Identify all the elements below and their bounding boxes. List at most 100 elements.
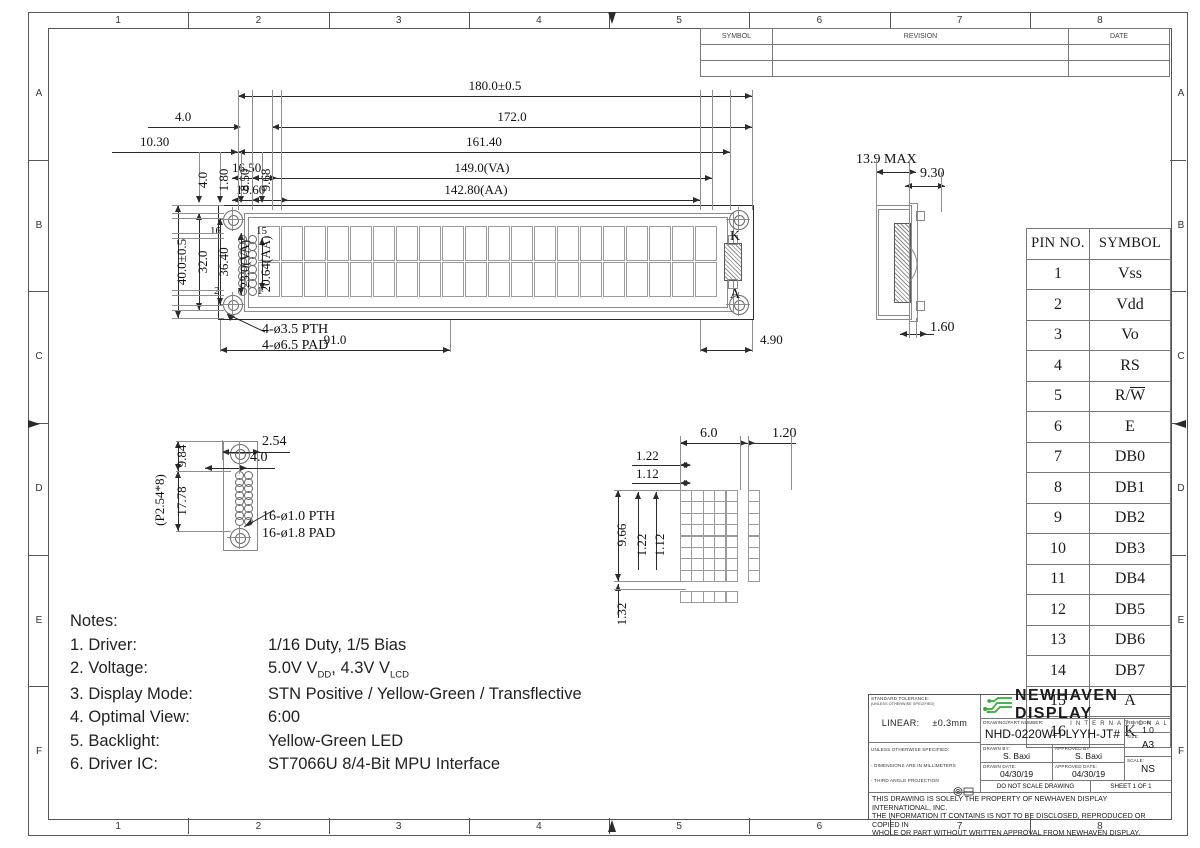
- arrow-head-icon: [232, 175, 239, 181]
- character-cell: [695, 226, 718, 261]
- dimension-line: [900, 334, 934, 335]
- led-terminal-a-label: A: [730, 287, 741, 302]
- character-cell: [580, 262, 603, 297]
- pin-symbol: A: [1089, 685, 1171, 717]
- dimension-line: [252, 178, 712, 179]
- unless-specified-cell: UNLESS OTHERWISE SPECIFIED: - DIMENSIONS…: [869, 743, 981, 796]
- note-label: 1. Driver:: [70, 635, 137, 654]
- side-dim-9.30: 9.30: [920, 166, 945, 181]
- side-dim-13.9-max: 13.9 MAX: [856, 152, 917, 167]
- character-cell: [534, 262, 557, 297]
- dimension-line: [632, 465, 690, 466]
- pin-symbol: R/W: [1089, 380, 1171, 412]
- arrow-head-icon: [745, 93, 752, 99]
- front-dim-4.0: 4.0: [175, 109, 192, 124]
- arrow-head-icon: [684, 480, 691, 486]
- note-row-5: 5. Backlight:Yellow-Green LED: [70, 732, 582, 751]
- dimension-line: [752, 320, 753, 352]
- pin-number: 10: [1026, 533, 1090, 565]
- character-cell: [281, 226, 304, 261]
- dimension-line: [252, 90, 253, 210]
- dimension-line: [112, 152, 238, 153]
- zone-label-6: 6: [816, 821, 823, 832]
- scale-value: NS: [1141, 764, 1155, 775]
- dimension-line: [239, 525, 240, 549]
- connector-mounting-hole: [234, 532, 246, 544]
- dimension-line: [618, 584, 619, 618]
- arrow-head-icon: [615, 584, 621, 591]
- dimension-line: [220, 218, 221, 305]
- note-value: ST7066U 8/4-Bit MPU Interface: [268, 755, 501, 774]
- zone-label-C: C: [35, 351, 43, 363]
- center-mark-arrow-icon: [28, 420, 40, 428]
- zone-label-4: 4: [536, 15, 542, 26]
- pin-symbol: DB6: [1089, 624, 1171, 656]
- pin-number: 1: [1026, 258, 1090, 290]
- mounting-hole-pad: [223, 210, 243, 230]
- arrow-head-icon: [175, 524, 181, 531]
- do-not-scale-text: DO NOT SCALE DRAWING: [996, 783, 1075, 790]
- character-cell: [373, 226, 396, 261]
- dimension-line: [172, 290, 224, 291]
- led-backlight-terminal: [724, 243, 742, 281]
- led-terminal-a-pad: [728, 279, 738, 289]
- dot-dim-1.32: 1.32: [614, 602, 629, 626]
- pin-number: 7: [1026, 441, 1090, 473]
- pin-symbol: DB0: [1089, 441, 1171, 473]
- dimension-line: [740, 436, 741, 490]
- character-cell: [534, 226, 557, 261]
- dimension-line: [238, 96, 752, 97]
- pin-number: 12: [1026, 594, 1090, 626]
- callout-4-pad: 4-ø6.5 PAD: [262, 338, 329, 353]
- disclaimer-line-1: THIS DRAWING IS SOLELY THE PROPERTY OF N…: [872, 794, 1108, 812]
- character-cell: [626, 262, 649, 297]
- front-dim-top-2: 172.0: [497, 109, 527, 124]
- dimension-line: [748, 443, 796, 444]
- note-row-1: 1. Driver:1/16 Duty, 1/5 Bias: [70, 636, 582, 655]
- standard-tolerance-sublabel: (UNLESS OTHERWISE SPECIFIED): [871, 702, 935, 706]
- side-dim-1.60: 1.60: [930, 320, 955, 335]
- front-dim-top-5: 142.80(AA): [444, 182, 508, 197]
- dimension-line: [172, 238, 224, 239]
- title-block: STANDARD TOLERANCE: (UNLESS OTHERWISE SP…: [868, 687, 1172, 837]
- character-cell: [511, 226, 534, 261]
- pin-symbol: Vo: [1089, 319, 1171, 351]
- pin-number: 16: [1026, 716, 1090, 748]
- dimension-line: [262, 238, 263, 290]
- dot-dim-1.12-h: 1.12: [636, 466, 659, 481]
- arrow-head-icon: [222, 449, 229, 455]
- arrow-head-icon: [272, 124, 279, 130]
- arrow-head-icon: [259, 196, 265, 203]
- sheet-inner-border: [48, 28, 1172, 820]
- pin-symbol: DB2: [1089, 502, 1171, 534]
- note-value: Yellow-Green LED: [268, 731, 404, 750]
- pin-number: 13: [1026, 624, 1090, 656]
- arrow-head-icon: [635, 492, 641, 499]
- standard-tolerance-label: STANDARD TOLERANCE:: [871, 696, 930, 701]
- character-cell: [488, 226, 511, 261]
- newhaven-logo-icon: [983, 696, 1013, 718]
- dimension-line: [614, 581, 686, 582]
- front-dim-top-3: 161.40: [466, 134, 502, 149]
- dimension-line: [172, 213, 224, 214]
- zone-label-3: 3: [395, 821, 402, 832]
- dimension-line: [238, 152, 730, 153]
- zone-label-B: B: [35, 219, 43, 231]
- conn-dim-4.0: 4.0: [250, 450, 268, 465]
- connector-through-hole: [235, 517, 244, 527]
- arrow-head-icon: [745, 347, 752, 353]
- third-angle-projection-note: - THIRD ANGLE PROJECTION: [871, 778, 939, 783]
- arrow-head-icon: [217, 196, 223, 203]
- led-terminal-k-pad: [728, 235, 738, 245]
- arrow-head-icon: [253, 449, 260, 455]
- center-mark-arrow-icon: [608, 820, 616, 832]
- dimension-line: [178, 471, 179, 531]
- character-cell: [350, 262, 373, 297]
- note-row-3: 3. Display Mode:STN Positive / Yellow-Gr…: [70, 685, 582, 704]
- character-cell: [649, 226, 672, 261]
- pin-table-header-row: PIN NO.SYMBOL: [1026, 228, 1171, 260]
- size-value: A3: [1141, 740, 1155, 751]
